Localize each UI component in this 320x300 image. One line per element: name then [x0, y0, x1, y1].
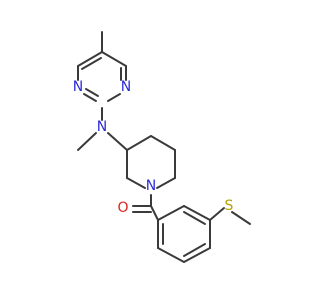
bond-pyr-c5-c6 [77, 51, 103, 67]
atom-s-thioether: S [225, 198, 234, 214]
bond-pip-n1-c2 [126, 177, 146, 189]
bond-pyr-c4-c5 [101, 51, 127, 67]
bond-pyr-c2-n3 [107, 93, 121, 102]
atom-n-piperidine: N [146, 178, 156, 194]
atom-n-pyrimidine-right: N [121, 79, 131, 95]
molecule-structure: N N N N O S [73, 31, 251, 263]
bond-benz-c1-c2 [157, 205, 185, 221]
bond-amine-methyl [77, 132, 97, 151]
bonds [77, 31, 251, 263]
bond-pyr-c5-c6-double [81, 57, 102, 70]
bond-pyr-n1-c2 [83, 93, 97, 102]
bond-benz-c4-c5-double [183, 243, 206, 257]
atom-labels: N N N N O S [73, 79, 234, 216]
bond-pip-c6-n1 [156, 177, 176, 189]
bond-benz-c2-c3 [183, 205, 211, 221]
bond-benz-c4-c5 [183, 247, 211, 263]
atom-n-amine: N [97, 119, 107, 135]
atom-o-carbonyl: O [117, 200, 128, 216]
bond-pip-c3-c4 [126, 135, 152, 151]
bond-pip-c4-c5 [150, 135, 176, 151]
bond-benzene-s [209, 207, 225, 221]
bond-benz-c5-c6 [157, 247, 185, 263]
bond-pyr-n1-c2-double [85, 88, 99, 97]
molecule-structure-canvas: N N N N O S [72, 31, 251, 263]
atom-n-pyrimidine-left: N [73, 79, 83, 95]
bond-carbonyl-benzene [150, 205, 159, 221]
bond-benz-c2-c3-double [183, 211, 206, 225]
bond-s-methyl [231, 211, 251, 225]
bond-amine-piperidine [107, 132, 128, 151]
